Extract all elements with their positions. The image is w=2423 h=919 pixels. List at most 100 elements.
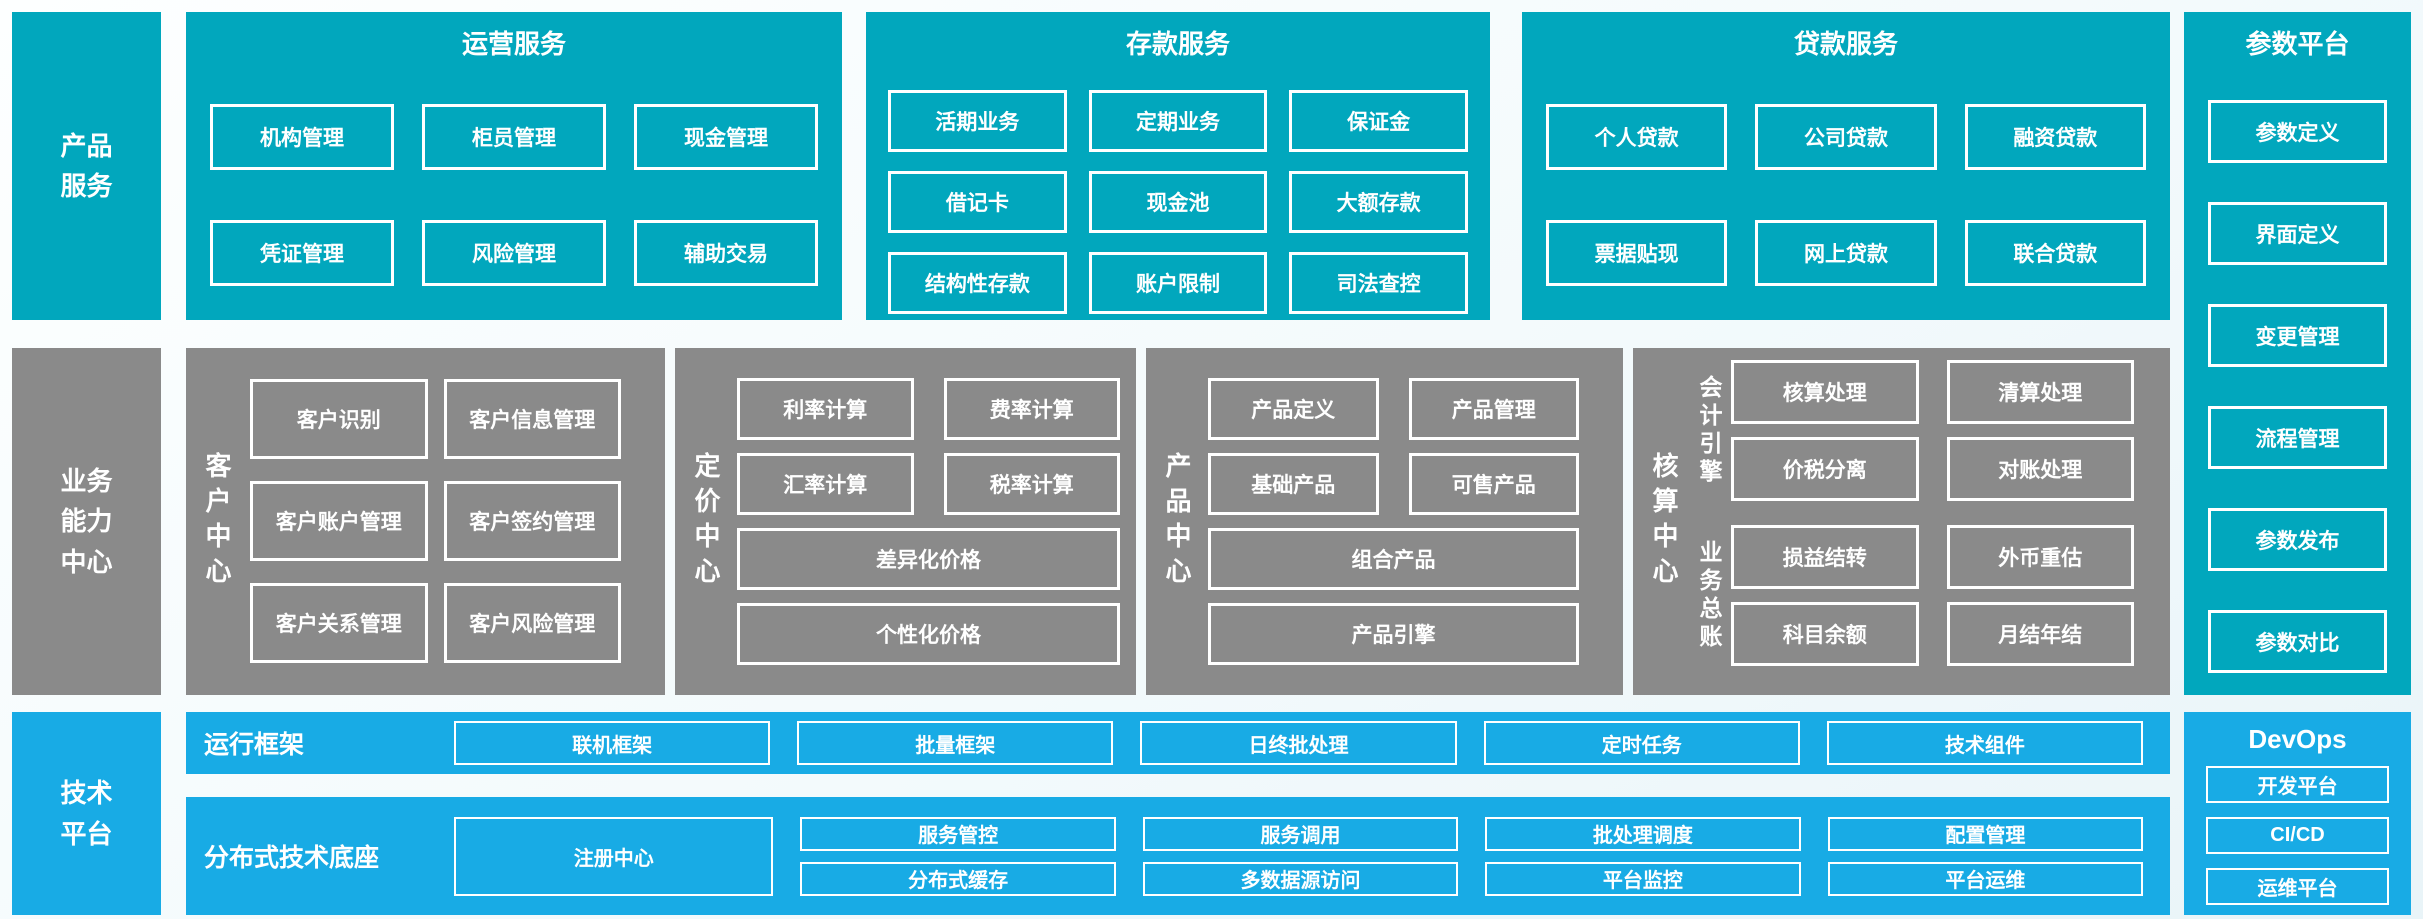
diagram-box: 价税分离 [1731,437,1919,501]
panel-loan-services: 贷款服务 个人贷款 公司贷款 融资贷款 票据贴现 网上贷款 联合贷款 [1522,12,2170,320]
diagram-box: 注册中心 [454,816,774,896]
diagram-box: 批量框架 [797,721,1114,765]
diagram-box: 基础产品 [1208,453,1379,515]
diagram-box: 日终批处理 [1140,721,1457,765]
diagram-box: 税率计算 [943,453,1120,515]
diagram-box: 客户信息管理 [443,379,621,459]
business-ledger-group: 业务总账 损益结转 外币重估 科目余额 月结年结 [1696,525,2134,666]
bar-runtime-framework: 运行框架 联机框架 批量框架 日终批处理 定时任务 技术组件 [186,712,2170,774]
diagram-box: CI/CD [2206,817,2389,854]
diagram-box: 现金管理 [634,104,818,170]
panel-customer-center: 客户中心 客户识别 客户信息管理 客户账户管理 客户签约管理 客户关系管理 客户… [186,348,665,695]
diagram-box: 汇率计算 [737,453,914,515]
panel-product-center: 产品中心 产品定义 产品管理 基础产品 可售产品 组合产品 产品引擎 [1146,348,1623,695]
diagram-box: 技术组件 [1826,721,2144,765]
diagram-box: 联机框架 [454,721,771,765]
panel-operations-services: 运营服务 机构管理 柜员管理 现金管理 凭证管理 风险管理 辅助交易 [186,12,842,320]
diagram-box: 客户签约管理 [443,481,621,561]
diagram-box: 流程管理 [2208,406,2387,469]
vertical-label-accounting-center: 核算中心 [1649,451,1679,592]
diagram-box: 对账处理 [1946,437,2134,501]
diagram-box: 保证金 [1289,90,1468,152]
vertical-label-customer-center: 客户中心 [202,451,232,592]
diagram-box: 客户账户管理 [250,481,428,561]
panel-title-parameter-platform: 参数平台 [2245,29,2350,59]
diagram-box: 客户风险管理 [443,583,621,663]
panel-title-devops: DevOps [2248,724,2347,754]
sidebar-product-services-label: 产品服务 [60,130,113,201]
diagram-box: 结构性存款 [888,252,1067,314]
diagram-box: 大额存款 [1289,171,1468,233]
diagram-box: 批处理调度 [1485,816,1801,851]
bar-distributed-tech-base: 分布式技术底座 注册中心 服务管控 分布式缓存 服务调用 多数据源访问 批处理调… [186,797,2170,915]
diagram-box: 凭证管理 [210,220,394,286]
panel-deposit-services: 存款服务 活期业务 定期业务 保证金 借记卡 现金池 大额存款 结构性存款 账户… [866,12,1490,320]
vertical-label-accounting-engine: 会计引擎 [1696,374,1722,487]
panel-title-deposit: 存款服务 [1125,29,1230,59]
diagram-box: 参数发布 [2208,508,2387,571]
diagram-box: 服务调用 [1142,816,1459,851]
diagram-box: 可售产品 [1408,453,1579,515]
diagram-box: 月结年结 [1946,602,2134,666]
vertical-label-business-ledger: 业务总账 [1696,539,1722,652]
diagram-box: 风险管理 [422,220,606,286]
diagram-box: 产品定义 [1208,378,1379,440]
panel-title-loan: 贷款服务 [1793,29,1898,59]
diagram-box: 融资贷款 [1964,104,2146,170]
diagram-box: 平台运维 [1827,861,2144,896]
sidebar-business-capability-label: 业务能力中心 [60,466,113,577]
diagram-box: 现金池 [1088,171,1268,233]
sidebar-product-services: 产品服务 [12,12,161,320]
diagram-box: 个人贷款 [1546,104,1728,170]
diagram-box: 借记卡 [888,171,1067,233]
diagram-box: 费率计算 [943,378,1120,440]
accounting-engine-group: 会计引擎 核算处理 清算处理 价税分离 对账处理 [1696,360,2134,501]
diagram-box: 产品管理 [1408,378,1579,440]
panel-title-operations: 运营服务 [461,29,566,59]
panel-parameter-platform: 参数平台 参数定义 界面定义 变更管理 流程管理 参数发布 参数对比 [2184,12,2411,695]
vertical-label-product-center: 产品中心 [1162,451,1192,592]
panel-accounting-center: 核算中心 会计引擎 核算处理 清算处理 价税分离 对账处理 业务总账 损益结转 … [1633,348,2170,695]
sidebar-business-capability: 业务能力中心 [12,348,161,695]
panel-pricing-center: 定价中心 利率计算 费率计算 汇率计算 税率计算 差异化价格 个性化价格 [675,348,1136,695]
diagram-box: 柜员管理 [422,104,606,170]
vertical-label-pricing-center: 定价中心 [691,451,721,592]
diagram-box: 司法查控 [1289,252,1468,314]
diagram-box: 利率计算 [737,378,914,440]
diagram-box: 活期业务 [888,90,1067,152]
diagram-box: 账户限制 [1088,252,1268,314]
diagram-box: 个性化价格 [737,603,1120,665]
diagram-box: 客户关系管理 [250,583,428,663]
diagram-box: 公司贷款 [1755,104,1937,170]
diagram-box: 票据贴现 [1546,220,1728,286]
diagram-box: 差异化价格 [737,528,1120,590]
diagram-box: 变更管理 [2208,304,2387,367]
diagram-box: 参数对比 [2208,610,2387,673]
diagram-box: 定期业务 [1088,90,1268,152]
diagram-box: 配置管理 [1827,816,2144,851]
diagram-box: 参数定义 [2208,100,2387,163]
diagram-box: 网上贷款 [1755,220,1937,286]
diagram-box: 辅助交易 [634,220,818,286]
diagram-box: 产品引擎 [1208,603,1579,665]
bar-label-distributed-tech-base: 分布式技术底座 [204,844,380,872]
diagram-box: 运维平台 [2206,868,2389,905]
bar-label-runtime-framework: 运行框架 [204,731,305,759]
panel-devops: DevOps 开发平台 CI/CD 运维平台 [2184,712,2411,915]
diagram-box: 定时任务 [1483,721,1800,765]
diagram-box: 核算处理 [1731,360,1919,424]
diagram-box: 外币重估 [1946,525,2134,589]
sidebar-technology-platform: 技术平台 [12,712,161,915]
diagram-box: 清算处理 [1946,360,2134,424]
sidebar-technology-platform-label: 技术平台 [60,778,113,849]
diagram-box: 分布式缓存 [800,861,1116,896]
diagram-box: 组合产品 [1208,528,1579,590]
diagram-box: 联合贷款 [1964,220,2146,286]
diagram-box: 服务管控 [800,816,1116,851]
diagram-box: 平台监控 [1485,861,1801,896]
diagram-box: 损益结转 [1731,525,1919,589]
diagram-box: 开发平台 [2206,766,2389,803]
diagram-box: 客户识别 [250,379,428,459]
diagram-box: 科目余额 [1731,602,1919,666]
